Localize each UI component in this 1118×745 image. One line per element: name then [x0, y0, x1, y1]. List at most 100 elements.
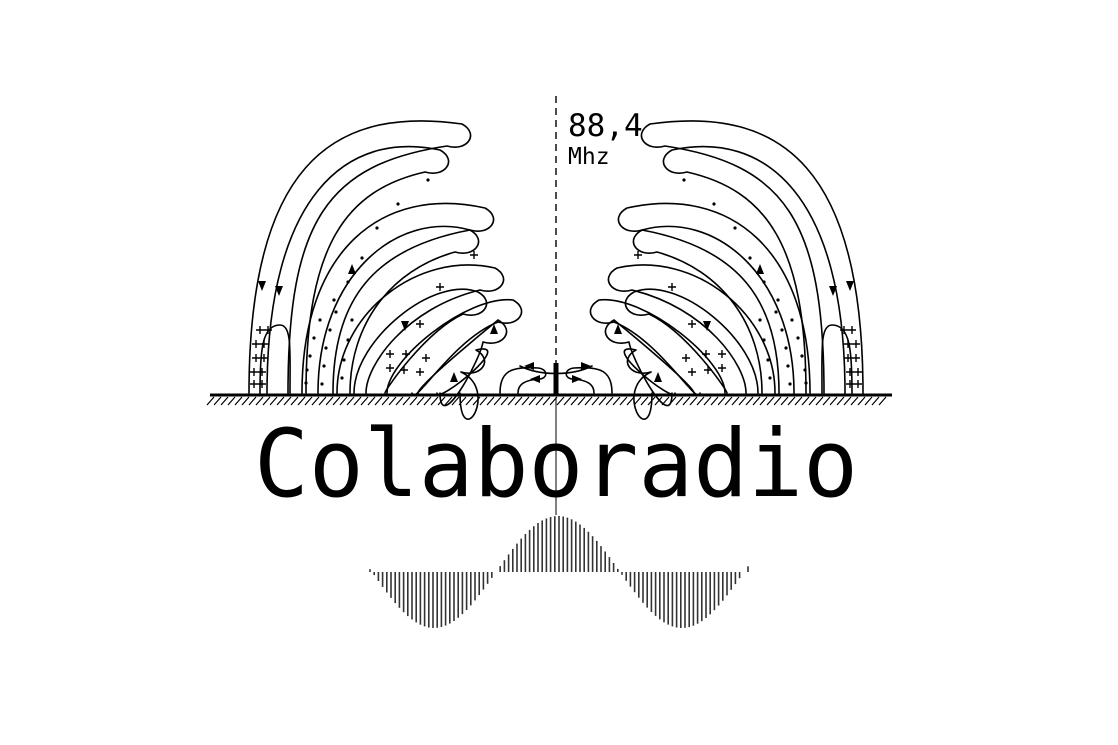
dot-charge [803, 368, 807, 372]
dot-charge [312, 336, 316, 340]
arrow-head [581, 362, 591, 370]
dot-charge [426, 178, 430, 182]
dot-charge [786, 364, 790, 368]
dot-charge [350, 318, 354, 322]
field-line [301, 202, 495, 394]
hatch-line [836, 396, 845, 406]
plus-charge [264, 326, 272, 334]
hatch-line [724, 396, 733, 406]
hatch-line [269, 396, 278, 406]
plus-charge [846, 368, 854, 376]
field-line [248, 120, 472, 394]
antenna-mast [553, 363, 559, 395]
hatch-line [738, 396, 747, 406]
hatch-line [745, 396, 754, 406]
dot-charge [748, 256, 752, 260]
hatch-line [801, 396, 810, 406]
arrow-head [450, 372, 458, 382]
hatch-line [493, 396, 502, 406]
dot-charge [334, 310, 338, 314]
hatch-line [479, 396, 488, 406]
plus-charge [848, 326, 856, 334]
hatch-line [339, 396, 348, 406]
hatch-line [759, 396, 768, 406]
hatch-line [591, 396, 600, 406]
hatch-line [304, 396, 313, 406]
arrow-head [490, 324, 498, 334]
hatch-line [668, 396, 677, 406]
arrow-head [258, 281, 266, 291]
hatch-line [570, 396, 579, 406]
plus-charge [386, 350, 394, 358]
plus-charge [386, 364, 394, 372]
plus-charge [250, 368, 258, 376]
hatch-line [297, 396, 306, 406]
dot-charge [396, 202, 400, 206]
dot-charge [304, 381, 308, 385]
dot-charge [768, 376, 772, 380]
dot-charge [758, 318, 762, 322]
plus-charge [402, 350, 410, 358]
hatch-line [325, 396, 334, 406]
hatch-line [717, 396, 726, 406]
plus-charge [258, 368, 266, 376]
plus-charge [668, 283, 676, 291]
hatch-line [612, 396, 621, 406]
plus-charge [260, 340, 268, 348]
hatch-line [696, 396, 705, 406]
hatch-line [276, 396, 285, 406]
field-line [607, 264, 776, 394]
dot-charge [766, 358, 770, 362]
hatch-line [647, 396, 656, 406]
hatch-line [451, 396, 460, 406]
dot-charge [774, 310, 778, 314]
field-line [417, 319, 508, 407]
hatch-line [283, 396, 292, 406]
hatch-line [416, 396, 425, 406]
hatch-line [850, 396, 859, 406]
hatch-line [514, 396, 523, 406]
hatch-line [703, 396, 712, 406]
dot-charge [762, 338, 766, 342]
field-direction-arrows [258, 264, 854, 383]
field-line [640, 120, 864, 394]
hatch-line [444, 396, 453, 406]
hatch-line [563, 396, 572, 406]
plus-charge [702, 350, 710, 358]
dot-charge [360, 256, 364, 260]
frequency-value: 88,4 [568, 108, 643, 144]
hatch-line [220, 396, 229, 406]
dot-charge [332, 298, 336, 302]
plus-charge [704, 366, 712, 374]
arrow-head [524, 362, 534, 370]
hatch-line [395, 396, 404, 406]
field-line [604, 319, 695, 407]
arrow-head [530, 375, 540, 383]
field-line [624, 288, 759, 394]
hatch-line [213, 396, 222, 406]
plus-charge [260, 354, 268, 362]
hatch-line [829, 396, 838, 406]
dot-charge [790, 318, 794, 322]
hatch-line [206, 396, 215, 406]
hatch-line [626, 396, 635, 406]
plus-charge [840, 326, 848, 334]
hatch-line [262, 396, 271, 406]
dot-charge [320, 382, 324, 386]
dot-charge [784, 346, 788, 350]
hatch-line [423, 396, 432, 406]
dot-charge [800, 354, 804, 358]
arrow-head [401, 321, 409, 331]
plus-charge [634, 251, 642, 259]
plus-charge [718, 364, 726, 372]
hatch-line [871, 396, 880, 406]
hatch-line [528, 396, 537, 406]
hatch-line [843, 396, 852, 406]
dot-charge [788, 382, 792, 386]
hatch-line [430, 396, 439, 406]
arrow-head [572, 375, 582, 383]
field-line [617, 202, 811, 394]
hatch-line [773, 396, 782, 406]
hatch-line [381, 396, 390, 406]
